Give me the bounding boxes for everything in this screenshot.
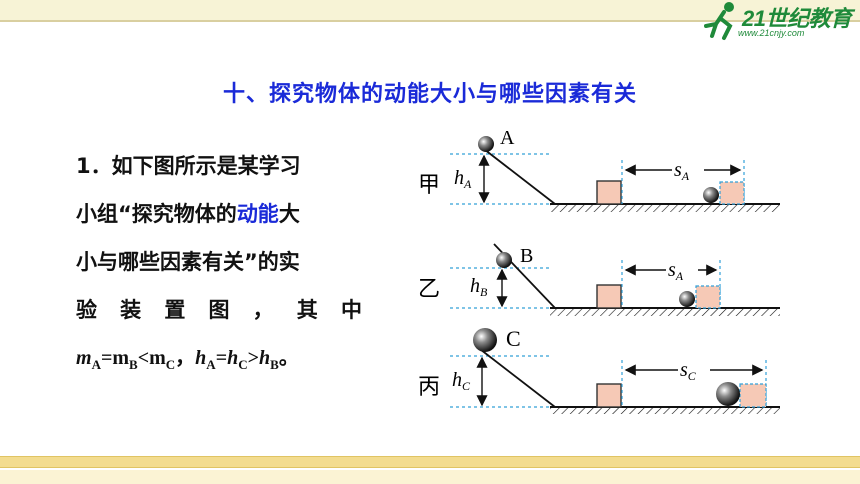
page-title: 十、探究物体的动能大小与哪些因素有关 — [222, 82, 637, 107]
ball-a-icon — [478, 136, 494, 152]
wood-block-end — [739, 383, 767, 408]
row-label: 丙 — [418, 375, 440, 400]
runner-icon — [704, 2, 734, 40]
brand-url: www.21cnjy.com — [738, 28, 805, 38]
height-label: hA — [454, 167, 472, 191]
ball-c-end-icon — [716, 382, 740, 406]
bottom-banner — [0, 456, 860, 468]
wood-block-start — [596, 284, 622, 309]
ball-b-icon — [496, 252, 512, 268]
row-label: 乙 — [418, 277, 440, 302]
char: 图 — [208, 298, 230, 322]
wood-block-end — [695, 285, 721, 309]
ball-a-end-icon — [703, 187, 719, 203]
ramp — [479, 145, 556, 205]
char: 验 — [76, 298, 97, 322]
ball-c-icon — [473, 328, 497, 352]
ground — [550, 204, 780, 212]
wood-block-end — [719, 181, 745, 205]
top-banner — [0, 0, 860, 22]
question-line-1: 1．如下图所示是某学习 — [76, 154, 301, 178]
row-yi: 乙 hB B sA — [418, 243, 780, 316]
question-text: 1．如下图所示是某学习 小组“探究物体的动能大 小与哪些因素有关”的实 验 装 … — [76, 142, 362, 389]
wood-block-start — [596, 383, 622, 408]
char: 装 — [120, 298, 142, 322]
bottom-strip — [0, 470, 860, 484]
distance-label: sA — [668, 259, 684, 283]
ground — [550, 308, 780, 316]
experiment-diagram: 甲 hA A sA 乙 hB B sA — [418, 127, 780, 414]
mass-height-formula: mA=mB<mC，hA=hC>hB。 — [76, 347, 299, 372]
height-label: hB — [470, 275, 488, 299]
question-line-4: 验 装 置 图 ， 其 中 — [76, 286, 362, 334]
question-line-3: 小与哪些因素有关”的实 — [76, 250, 300, 274]
wood-block-start — [596, 180, 622, 205]
char: 置 — [164, 298, 186, 322]
ball-label: C — [506, 326, 521, 351]
question-line-2-pre: 小组“探究物体的 — [76, 202, 237, 226]
row-bing: 丙 hC C sC — [418, 326, 780, 414]
ball-label: B — [520, 245, 533, 267]
distance-label: sC — [680, 359, 697, 383]
char: 中 — [340, 298, 362, 322]
char: ， — [252, 298, 274, 322]
question-line-2: 小组“探究物体的动能大 — [76, 190, 362, 238]
brand-name: 21世纪教育 — [742, 6, 852, 31]
keyword-kinetic-energy: 动能 — [236, 202, 279, 226]
row-label: 甲 — [418, 173, 440, 198]
brand-logo[interactable]: 21世纪教育 www.21cnjy.com — [702, 0, 852, 44]
distance-label: sA — [674, 159, 690, 183]
ground — [550, 407, 780, 414]
question-line-2-post: 大 — [278, 202, 300, 226]
row-jia: 甲 hA A sA — [418, 127, 780, 212]
ramp — [475, 345, 556, 408]
char: 其 — [296, 298, 318, 322]
height-label: hC — [452, 369, 471, 393]
ball-label: A — [500, 127, 515, 149]
ball-b-end-icon — [679, 291, 695, 307]
